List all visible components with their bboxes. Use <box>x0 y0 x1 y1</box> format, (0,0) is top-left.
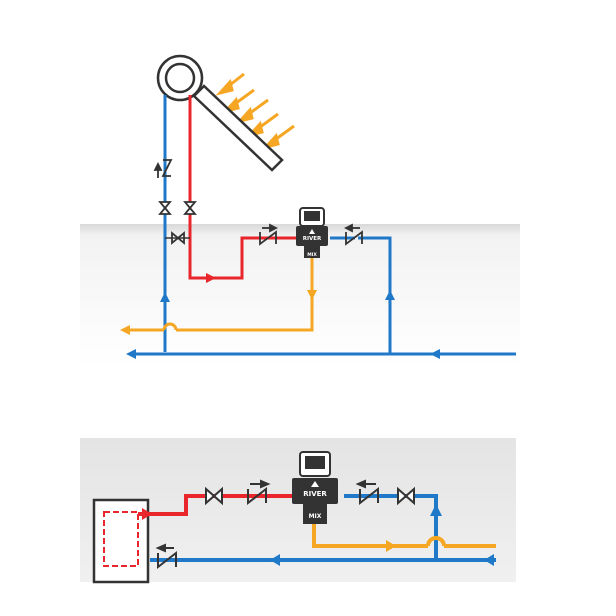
check-valve-icon <box>247 479 379 506</box>
valve-brand-label: RIVER <box>303 236 322 242</box>
thermostatic-mixing-valve-icon: RIVER MIX <box>292 451 338 524</box>
valve-mix-label: MIX <box>307 252 317 258</box>
valve-brand-label: RIVER <box>303 490 327 498</box>
cold-pipe <box>132 95 516 356</box>
mixed-pipe <box>126 258 314 332</box>
thermostatic-mixing-valve-icon: RIVER MIX <box>296 207 328 258</box>
check-valve-icon <box>155 543 177 570</box>
hot-pipe <box>138 494 292 516</box>
check-valve-icon <box>259 223 363 246</box>
valve-mix-label: MIX <box>309 513 322 520</box>
diagram-boiler-system: RIVER MIX <box>80 438 516 584</box>
ball-valve-icon <box>205 486 415 506</box>
check-valve-icon <box>153 159 173 178</box>
flow-arrows <box>142 504 494 566</box>
diagram-solar-system: RIVER MIX <box>80 54 520 366</box>
flow-arrows <box>120 273 440 359</box>
ball-valve-icon <box>158 201 197 245</box>
wall-band <box>80 224 520 366</box>
sun-rays-icon <box>215 72 295 150</box>
solar-collector-icon <box>156 54 284 172</box>
